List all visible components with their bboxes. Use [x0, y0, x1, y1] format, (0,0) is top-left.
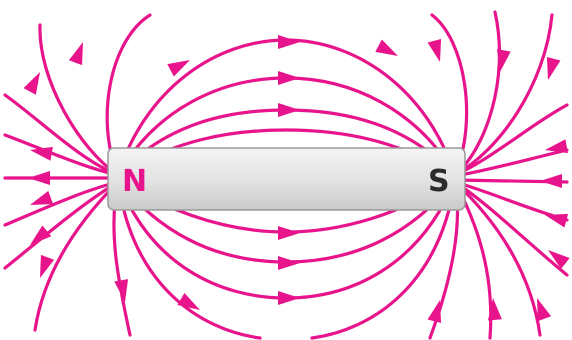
- arrowhead: [428, 298, 447, 323]
- arrowhead: [375, 39, 401, 62]
- arrowhead: [278, 291, 300, 305]
- arrowhead: [278, 71, 300, 85]
- arrowhead: [278, 103, 300, 117]
- magnet-body: [108, 148, 465, 210]
- arrowhead: [23, 69, 46, 95]
- field-line-left-6: [5, 182, 118, 225]
- arrowhead: [28, 171, 50, 185]
- arrowhead: [493, 49, 511, 73]
- arrowhead: [543, 208, 568, 227]
- field-line-right-8: [455, 182, 567, 275]
- bar-magnet: N S: [108, 148, 465, 210]
- arrowhead: [428, 39, 447, 64]
- arrowhead: [541, 57, 560, 82]
- arrowhead: [278, 35, 300, 49]
- arrowhead: [486, 297, 502, 320]
- arrowhead: [540, 174, 562, 188]
- arrowhead: [278, 226, 300, 240]
- field-line-right-3: [455, 15, 552, 175]
- arrowhead: [69, 40, 90, 65]
- arrowhead: [278, 256, 300, 270]
- south-pole-label: S: [428, 164, 450, 199]
- north-pole-label: N: [122, 164, 147, 199]
